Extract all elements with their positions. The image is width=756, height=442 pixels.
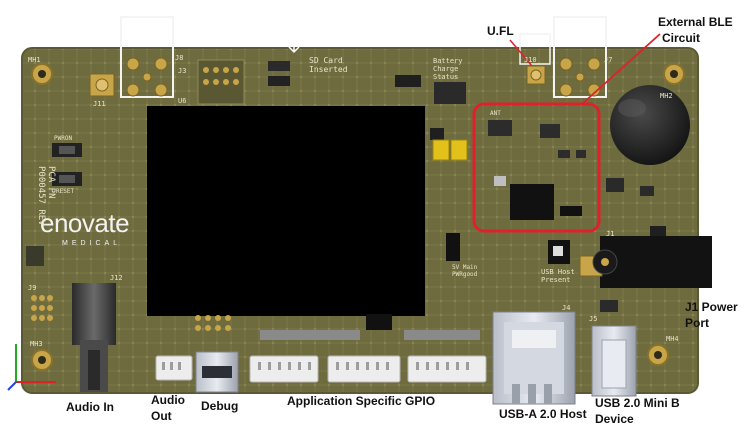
refdes-j4: J4: [562, 304, 571, 312]
j7-outline: [553, 16, 607, 98]
refdes-mh3: MH3: [30, 340, 43, 348]
buttons-left: [52, 143, 82, 186]
brand-subtitle: MEDICAL: [62, 240, 122, 247]
refdes-j12: J12: [110, 274, 123, 282]
refdes-pwron: PWRON: [54, 135, 73, 142]
refdes-mh2: MH2: [660, 92, 673, 100]
refdes-j3: J3: [178, 67, 187, 75]
refdes-j1: J1: [606, 230, 615, 238]
brand-logo: enovate: [40, 208, 130, 238]
gpio-annotation: Application Specific GPIO: [287, 394, 436, 408]
dark-rect-left: [26, 246, 44, 266]
debug-annotation: Debug: [201, 399, 239, 413]
lcd-display: [147, 106, 425, 316]
refdes-j8: J8: [175, 54, 184, 62]
ufl-callout-line: [509, 39, 533, 67]
refdes-mh4: MH4: [666, 335, 679, 343]
gpio-pin-headers: [260, 330, 480, 340]
usb-mini-port: [591, 325, 637, 397]
ufl-connector: [526, 65, 546, 85]
j10-outline: [519, 33, 551, 65]
refdes-mh1: MH1: [28, 56, 41, 64]
audio-in-annotation: Audio In: [66, 400, 114, 414]
refdes-u6: U6: [178, 97, 187, 105]
ble-highlight-box: [472, 102, 601, 233]
refdes-j7: J7: [604, 56, 613, 64]
j8-outline: [120, 16, 174, 98]
refdes-j9: J9: [28, 284, 37, 292]
refdes-j5: J5: [589, 315, 598, 323]
yellow-capacitors: [432, 139, 468, 161]
ble-antenna-label: ANT: [490, 110, 501, 117]
power-jack: [579, 236, 712, 288]
buzzer: [610, 85, 690, 165]
axis-gizmo: [7, 344, 56, 391]
j8-pads: [126, 57, 168, 97]
left-header: [31, 295, 53, 321]
refdes-j10: J10: [524, 56, 537, 64]
right-components: [600, 178, 666, 312]
refdes-j11: J11: [93, 100, 106, 108]
j11-connector: [89, 73, 115, 97]
ble-callout-line: [581, 33, 661, 105]
top-components: [197, 59, 466, 140]
usb-a-port: [492, 311, 576, 405]
debug-usb: [195, 351, 239, 393]
refdes-reset: RESET: [56, 188, 75, 195]
ufl-annotation: U.FL: [487, 24, 514, 38]
usb-a-annotation: USB-A 2.0 Host: [499, 407, 587, 421]
pad-grid: [195, 315, 231, 331]
ble-module: [488, 120, 586, 220]
connector-pins: [162, 362, 469, 370]
audio-jack: [72, 283, 116, 392]
sd-arrow: [288, 40, 300, 54]
jumper-headers: [366, 233, 570, 330]
j7-pads: [559, 57, 601, 97]
